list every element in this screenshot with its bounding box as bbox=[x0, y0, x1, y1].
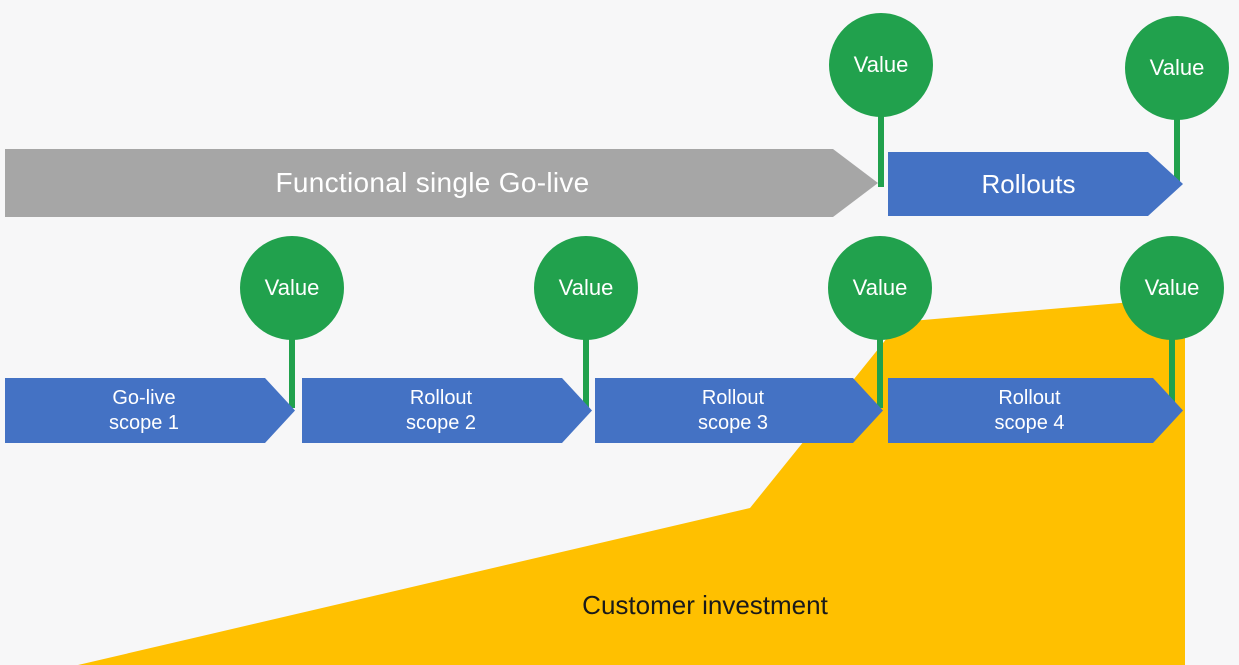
value-label: Value bbox=[558, 275, 614, 300]
phase-1-line2: scope 1 bbox=[108, 411, 180, 434]
value-label: Value bbox=[853, 52, 909, 77]
phase-arrow-3: Rollout scope 3 bbox=[595, 378, 883, 443]
value-stem bbox=[878, 115, 884, 187]
value-stem bbox=[1169, 336, 1175, 408]
value-label: Value bbox=[1144, 275, 1200, 300]
value-circle-top-1: Value bbox=[829, 13, 933, 117]
single-golive-arrow: Functional single Go-live bbox=[5, 149, 878, 217]
single-golive-label: Functional single Go-live bbox=[275, 167, 590, 198]
phase-4-line2: scope 4 bbox=[994, 411, 1065, 434]
phase-label-3: Rollout scope 3 bbox=[698, 386, 768, 436]
phase-3-line2: scope 3 bbox=[697, 411, 769, 434]
value-stem bbox=[583, 336, 589, 408]
rollouts-label: Rollouts bbox=[981, 168, 1076, 199]
value-circle-bottom-3: Value bbox=[828, 236, 932, 340]
phase-label-4: Rollout scope 4 bbox=[994, 386, 1064, 436]
phase-arrow-1: Go-live scope 1 bbox=[5, 378, 295, 443]
value-circle-bottom-2: Value bbox=[534, 236, 638, 340]
phase-label-2: Rollout scope 2 bbox=[406, 386, 476, 436]
value-circle-bottom-4: Value bbox=[1120, 236, 1224, 340]
phase-1-line1: Go-live bbox=[112, 386, 176, 409]
phase-2-line2: scope 2 bbox=[405, 411, 477, 434]
value-circle-top-2: Value bbox=[1125, 16, 1229, 120]
value-circle-bottom-1: Value bbox=[240, 236, 344, 340]
value-label: Value bbox=[264, 275, 320, 300]
investment-label: Customer investment bbox=[582, 590, 828, 620]
rollouts-arrow: Rollouts bbox=[888, 152, 1183, 216]
value-stem bbox=[877, 336, 883, 408]
phase-arrow-4: Rollout scope 4 bbox=[888, 378, 1183, 443]
value-label: Value bbox=[852, 275, 908, 300]
phase-4-line1: Rollout bbox=[998, 386, 1061, 409]
value-stem bbox=[1174, 118, 1180, 186]
phase-label-1: Go-live scope 1 bbox=[109, 386, 179, 436]
phase-3-line1: Rollout bbox=[701, 386, 765, 409]
value-stem bbox=[289, 336, 295, 408]
phase-arrow-2: Rollout scope 2 bbox=[302, 378, 592, 443]
phase-2-line1: Rollout bbox=[409, 386, 473, 409]
value-label: Value bbox=[1149, 55, 1205, 80]
